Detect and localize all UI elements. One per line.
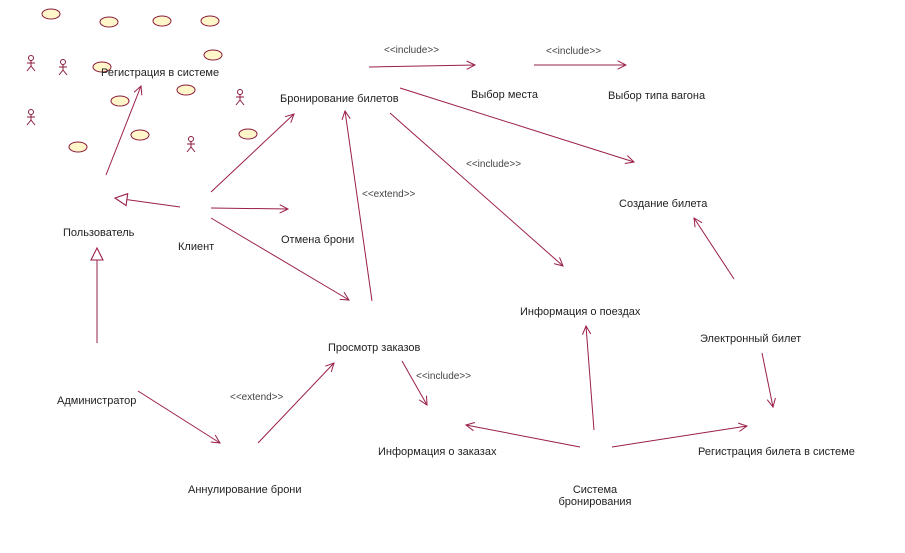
- link-booking-ticket-creation[interactable]: [399, 87, 634, 162]
- usecase-registration-label[interactable]: Регистрация в системе: [101, 67, 220, 79]
- link-eticket-ticket-registration[interactable]: [761, 352, 773, 407]
- link-client-view-orders[interactable]: [210, 217, 349, 300]
- booking-system-line2: бронирования: [558, 496, 632, 508]
- extend-annul-view[interactable]: [257, 363, 334, 444]
- stereotype-include-train-info: <<include>>: [466, 159, 522, 170]
- actor-icon: [58, 59, 68, 76]
- link-client-cancel[interactable]: [210, 208, 288, 209]
- stereotype-extend-view: <<extend>>: [230, 392, 284, 403]
- include-booking-train-info[interactable]: [389, 112, 563, 266]
- link-eticket-ticket-creation[interactable]: [694, 218, 735, 280]
- include-booking-seat[interactable]: [368, 65, 475, 67]
- palette-actor-icons: [26, 55, 245, 153]
- usecase-ticket-registration-label[interactable]: Регистрация билета в системе: [698, 446, 855, 458]
- usecase-cancel-booking-label[interactable]: Отмена брони: [281, 234, 355, 246]
- link-user-registration[interactable]: [105, 86, 141, 176]
- usecase-icon: [41, 8, 61, 20]
- link-system-train-info[interactable]: [586, 326, 595, 431]
- palette-usecase-icons: [41, 8, 258, 153]
- link-client-booking[interactable]: [210, 114, 294, 193]
- usecase-icon: [238, 128, 258, 140]
- link-system-ticket-registration[interactable]: [611, 426, 747, 448]
- actor-client-label[interactable]: Клиент: [178, 241, 215, 253]
- booking-system-line1: Система: [572, 484, 618, 496]
- usecase-icon: [92, 61, 112, 73]
- actor-booking-system-label[interactable]: Система бронирования: [555, 484, 635, 508]
- stereotype-extend-booking: <<extend>>: [362, 189, 416, 200]
- actor-user-label[interactable]: Пользователь: [63, 227, 135, 239]
- usecase-icon: [130, 129, 150, 141]
- actor-icon: [186, 136, 196, 153]
- usecase-view-orders-label[interactable]: Просмотр заказов: [328, 342, 421, 354]
- usecase-booking-label[interactable]: Бронирование билетов: [280, 93, 399, 105]
- actor-icon: [26, 55, 36, 72]
- usecase-icon: [152, 15, 172, 27]
- usecase-train-info-label[interactable]: Информация о поездах: [520, 306, 641, 318]
- usecase-icon: [176, 84, 196, 96]
- usecase-icon: [110, 95, 130, 107]
- stereotype-include-seat: <<include>>: [384, 45, 440, 56]
- link-admin-annul[interactable]: [137, 390, 220, 443]
- usecase-order-info-label[interactable]: Информация о заказах: [378, 446, 497, 458]
- include-view-order-info[interactable]: [401, 360, 427, 405]
- usecase-car-type-choice-label[interactable]: Выбор типа вагона: [608, 90, 706, 102]
- stereotype-include-order-info: <<include>>: [416, 371, 472, 382]
- stereotype-include-car-type: <<include>>: [546, 46, 602, 57]
- actor-icon: [235, 89, 245, 106]
- usecase-icon: [68, 141, 88, 153]
- actor-icon: [26, 109, 36, 126]
- usecase-annul-booking-label[interactable]: Аннулирование брони: [188, 484, 302, 496]
- connectors: [97, 65, 773, 448]
- usecase-icon: [99, 16, 119, 28]
- generalization-client-user[interactable]: [115, 198, 181, 208]
- usecase-icon: [203, 49, 223, 61]
- link-system-order-info[interactable]: [466, 425, 581, 448]
- usecase-seat-choice-label[interactable]: Выбор места: [471, 89, 539, 101]
- usecase-icon: [200, 15, 220, 27]
- usecase-ticket-creation-label[interactable]: Создание билета: [619, 198, 708, 210]
- actor-e-ticket-label[interactable]: Электронный билет: [700, 333, 802, 345]
- actor-administrator-label[interactable]: Администратор: [57, 395, 137, 407]
- extend-view-booking[interactable]: [345, 111, 373, 302]
